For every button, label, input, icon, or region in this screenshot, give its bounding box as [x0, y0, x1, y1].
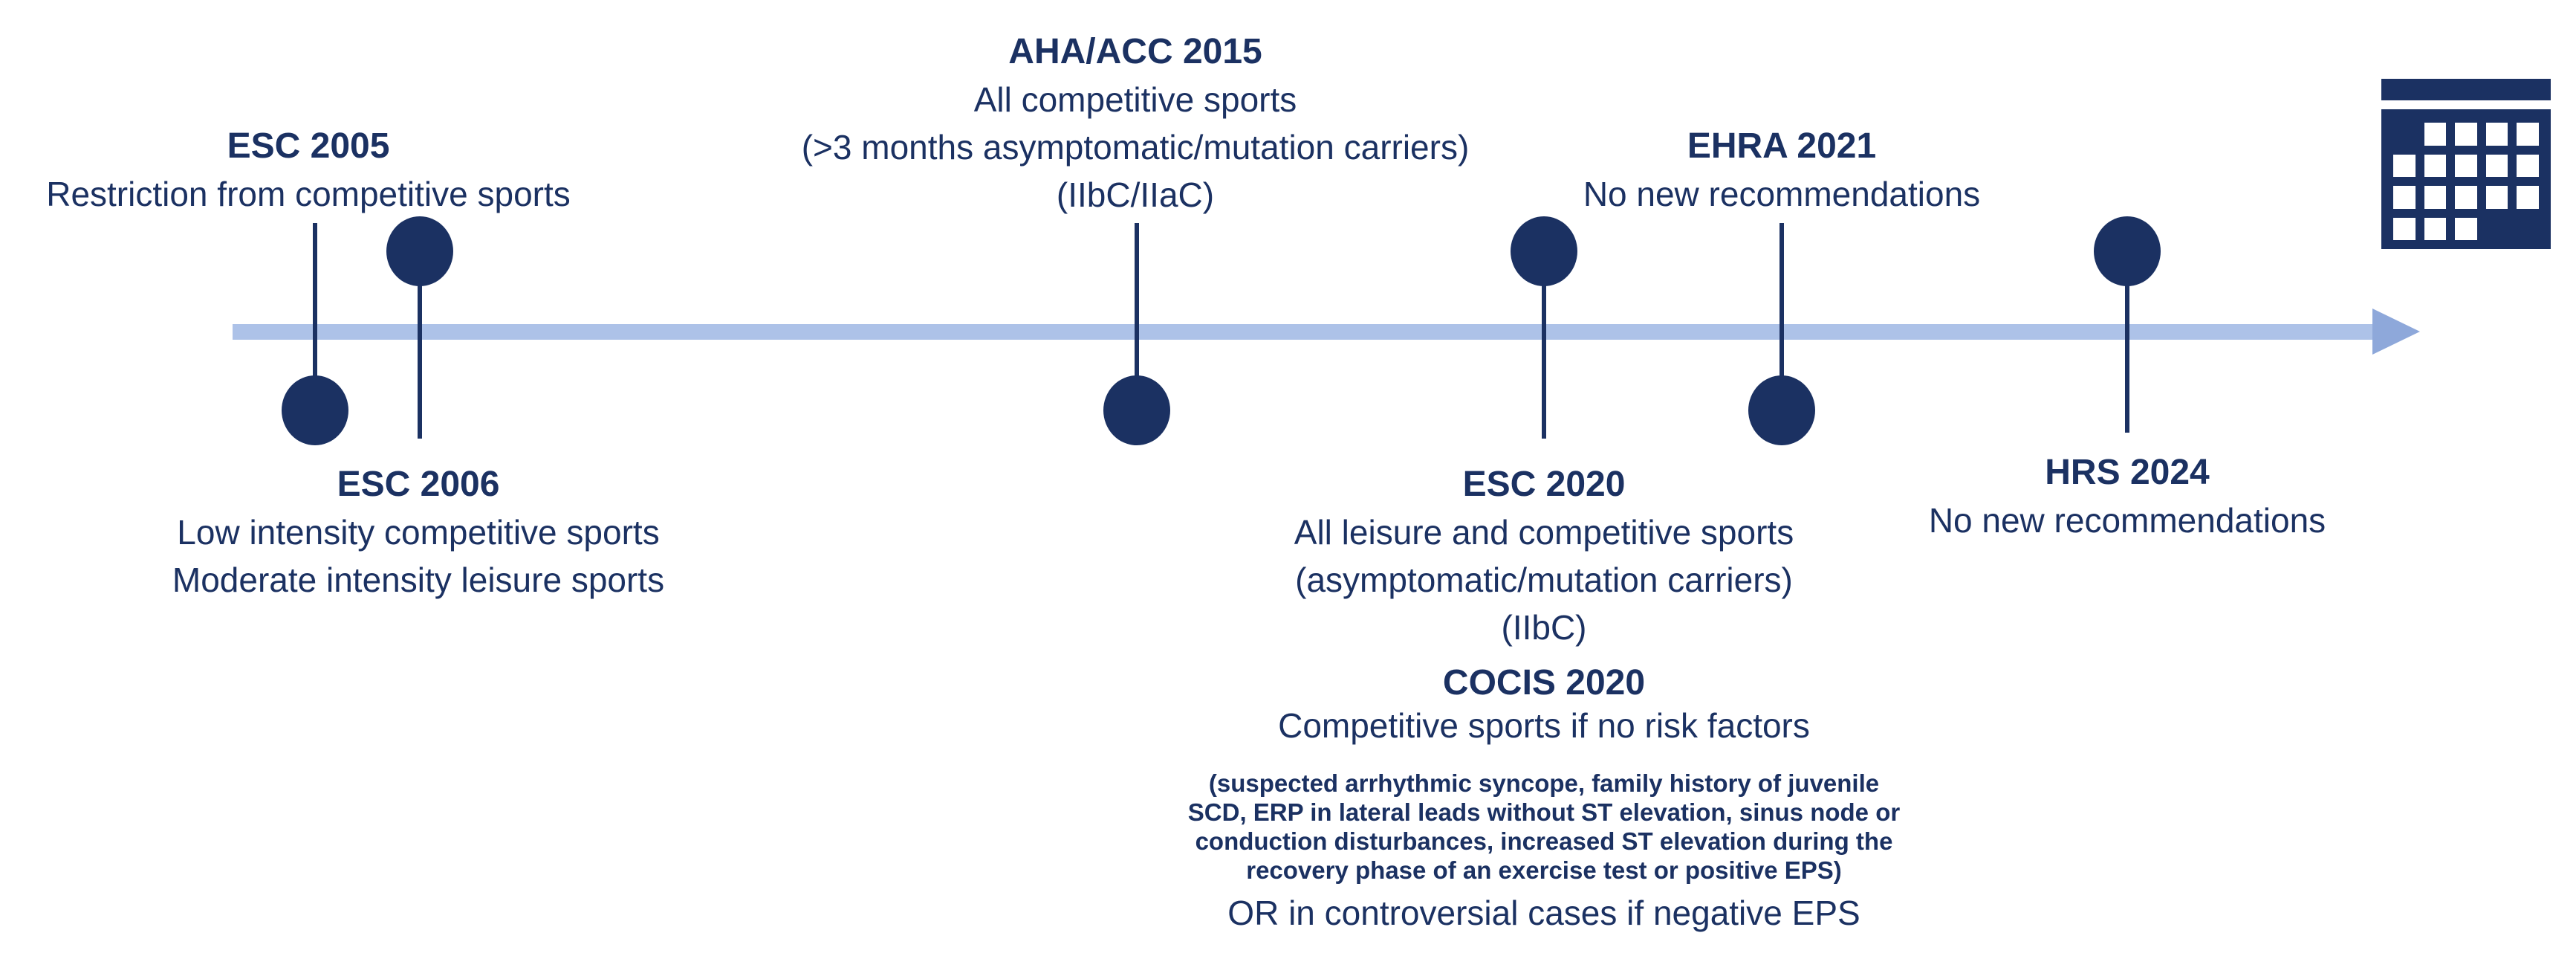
event-esc-2005-stem: [313, 223, 317, 376]
event-aha-acc-2015-line: (>3 months asymptomatic/mutation carrier…: [801, 128, 1470, 167]
calendar-day-cell: [2393, 186, 2416, 209]
calendar-day-cell: [2517, 123, 2539, 146]
calendar-day-cell: [2517, 154, 2539, 177]
calendar-day-cell: [2424, 123, 2447, 146]
event-esc-2020-text: ESC 2020 All leisure and competitive spo…: [1172, 461, 1915, 651]
event-esc-2006-stem: [418, 284, 422, 439]
event-esc-2005-marker: [282, 375, 348, 445]
event-hrs-2024-title: HRS 2024: [2045, 453, 2210, 492]
calendar-day-cell: [2486, 218, 2508, 241]
calendar-day-cell: [2424, 186, 2447, 209]
calendar-day-cell: [2455, 217, 2477, 240]
calendar-day-cell: [2393, 154, 2416, 177]
timeline-axis: [233, 324, 2372, 340]
event-ehra-2021-text: EHRA 2021 No new recommendations: [1447, 123, 2116, 218]
event-esc-2006-text: ESC 2006 Low intensity competitive sport…: [84, 461, 753, 604]
event-aha-acc-2015-line: All competitive sports: [973, 80, 1297, 119]
calendar-day-cell: [2517, 218, 2539, 241]
cocis-detail-line: (suspected arrhythmic syncope, family hi…: [1208, 769, 1880, 797]
event-hrs-2024-text: HRS 2024 No new recommendations: [1793, 449, 2462, 544]
event-esc-2006-line: Low intensity competitive sports: [177, 513, 660, 552]
cocis-2020-subtitle: Competitive sports if no risk factors: [1278, 706, 1810, 745]
event-aha-acc-2015-marker: [1103, 375, 1170, 445]
event-esc-2020-stem: [1542, 284, 1546, 439]
calendar-day-cell: [2517, 186, 2539, 209]
cocis-2020-title: COCIS 2020: [1442, 663, 1646, 703]
event-ehra-2021-marker: [1748, 375, 1815, 445]
cocis-2020-footer: OR in controversial cases if negative EP…: [1227, 894, 1860, 932]
calendar-day-cell: [2485, 186, 2508, 209]
calendar-day-cell: [2393, 123, 2416, 146]
event-esc-2020-line: (IIbC): [1501, 608, 1587, 647]
calendar-icon: [2381, 79, 2551, 249]
event-ehra-2021-line: No new recommendations: [1583, 175, 1981, 213]
event-hrs-2024-line: No new recommendations: [1928, 501, 2326, 540]
event-aha-acc-2015-title: AHA/ACC 2015: [1008, 32, 1262, 71]
event-esc-2020-title: ESC 2020: [1462, 465, 1626, 504]
calendar-day-cell: [2455, 154, 2477, 177]
cocis-detail-line: SCD, ERP in lateral leads without ST ele…: [1187, 798, 1901, 826]
event-aha-acc-2015-text: AHA/ACC 2015 All competitive sports (>3 …: [727, 28, 1544, 219]
event-hrs-2024-stem: [2125, 284, 2129, 433]
timeline-arrowhead-icon: [2372, 309, 2420, 355]
event-ehra-2021-title: EHRA 2021: [1687, 126, 1877, 166]
calendar-day-cell: [2485, 154, 2508, 177]
event-esc-2020-line: (asymptomatic/mutation carriers): [1295, 561, 1793, 599]
event-esc-2005-text: ESC 2005 Restriction from competitive sp…: [0, 123, 643, 218]
calendar-day-cell: [2455, 186, 2477, 209]
event-esc-2020-line: All leisure and competitive sports: [1294, 513, 1794, 552]
event-esc-2005-title: ESC 2005: [227, 126, 390, 166]
event-aha-acc-2015-stem: [1135, 223, 1139, 376]
event-aha-acc-2015-line: (IIbC/IIaC): [1056, 175, 1215, 214]
event-esc-2006-line: Moderate intensity leisure sports: [172, 561, 665, 599]
event-hrs-2024-marker: [2094, 216, 2161, 286]
calendar-day-cell: [2485, 123, 2508, 146]
calendar-day-cell: [2424, 154, 2447, 177]
cocis-detail-line: recovery phase of an exercise test or po…: [1246, 856, 1842, 884]
event-esc-2020-marker: [1511, 216, 1577, 286]
event-esc-2006-title: ESC 2006: [337, 465, 500, 504]
cocis-2020-text: COCIS 2020 Competitive sports if no risk…: [1098, 662, 1990, 934]
cocis-2020-details: (suspected arrhythmic syncope, family hi…: [1098, 769, 1990, 885]
event-esc-2006-marker: [386, 216, 453, 286]
calendar-icon-grid: [2381, 109, 2551, 249]
calendar-day-cell: [2455, 123, 2477, 146]
cocis-detail-line: conduction disturbances, increased ST el…: [1195, 827, 1893, 855]
calendar-icon-header-bar: [2381, 79, 2551, 100]
calendar-day-cell: [2393, 217, 2416, 240]
event-esc-2005-line: Restriction from competitive sports: [46, 175, 571, 213]
event-ehra-2021-stem: [1779, 223, 1784, 376]
calendar-day-cell: [2424, 217, 2447, 240]
